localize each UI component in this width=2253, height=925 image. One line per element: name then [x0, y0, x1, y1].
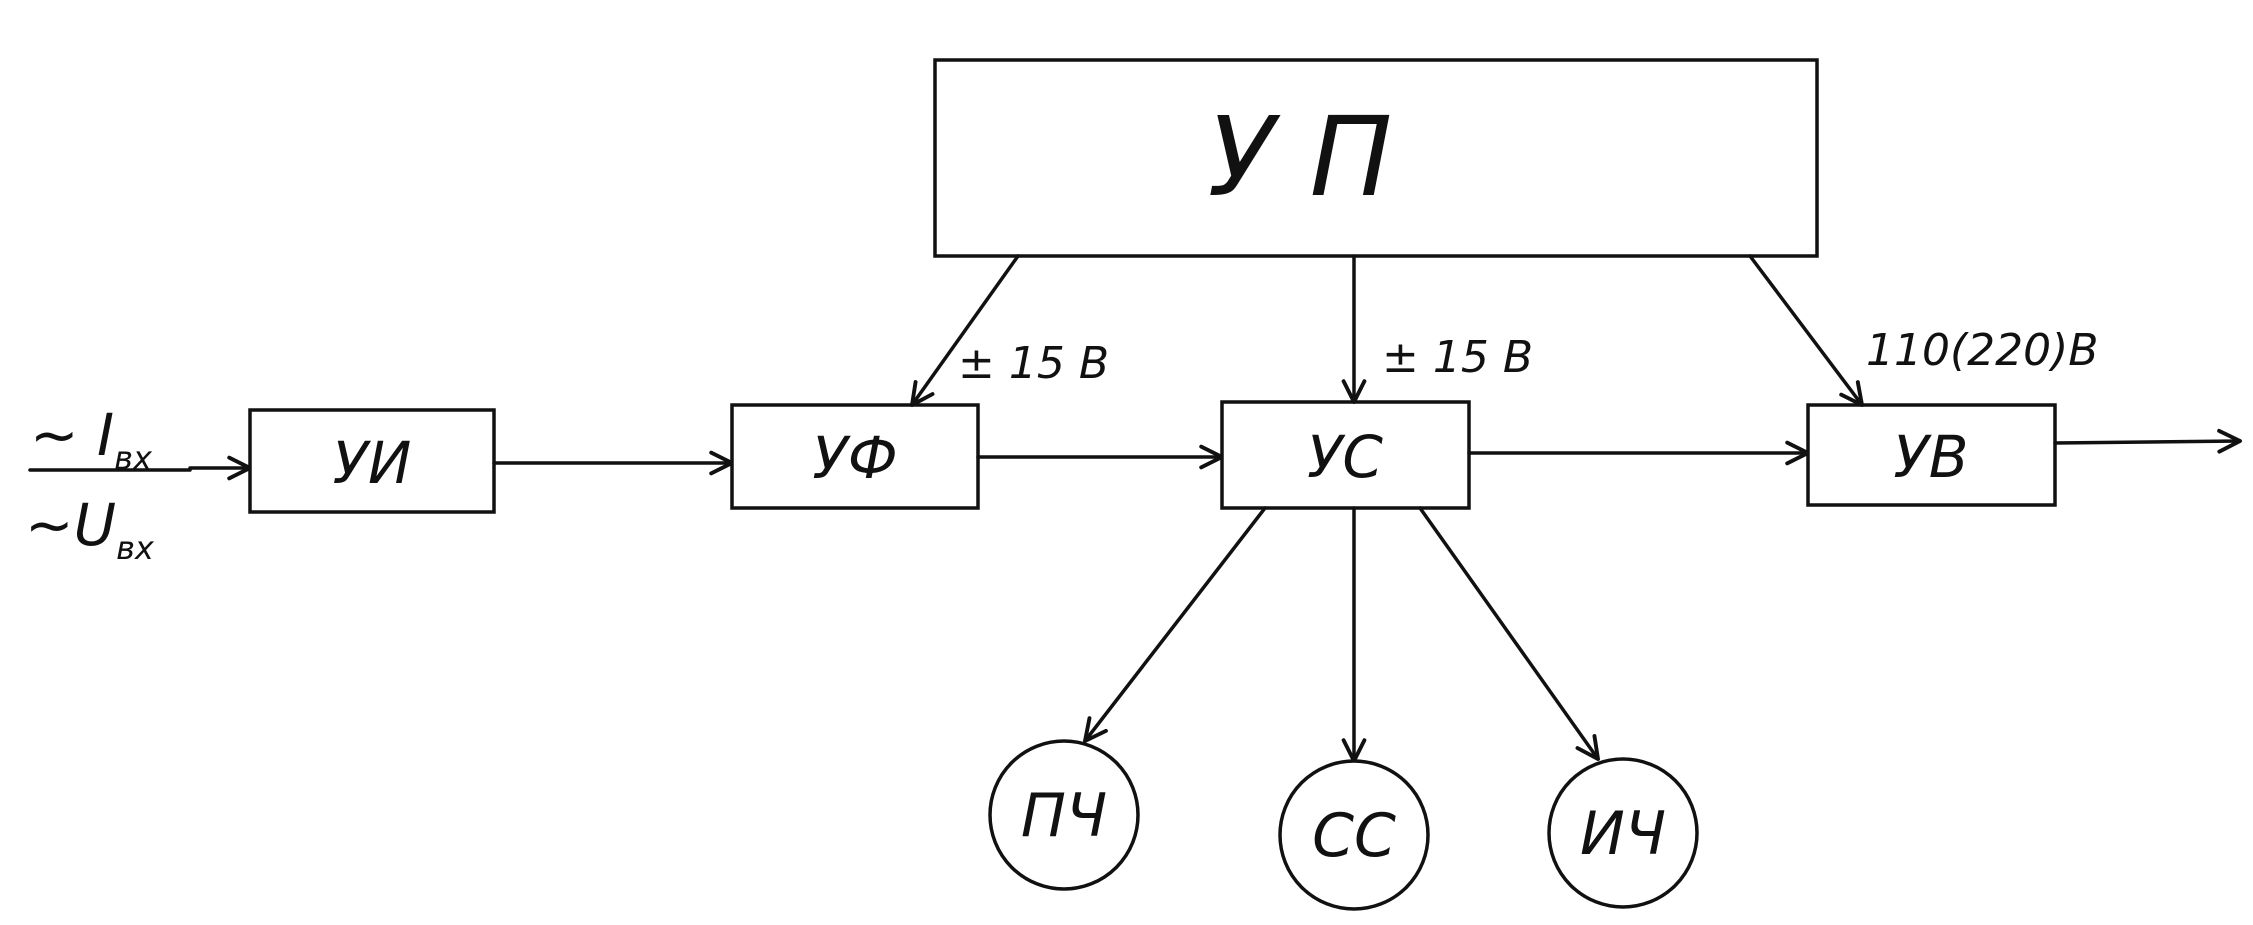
- us-to-pch-arrow: [1083, 506, 1267, 743]
- pch-label: ПЧ: [1021, 781, 1107, 851]
- uv-label: УВ: [1893, 423, 1968, 491]
- ss-label: СС: [1312, 801, 1396, 871]
- ss-circle: [1278, 759, 1430, 911]
- output-arrow: [2053, 428, 2242, 454]
- input-current-label: ~ Iвх: [30, 401, 153, 477]
- ich-circle: [1547, 757, 1699, 909]
- us-block: [1220, 400, 1471, 510]
- power-supply-label: У П: [1208, 93, 1393, 221]
- uf-label: УФ: [812, 424, 897, 492]
- ui-label: УИ: [333, 429, 412, 497]
- us-label: УС: [1307, 423, 1383, 491]
- up-to-uv-arrow: [1748, 254, 1864, 407]
- ich-label: ИЧ: [1580, 799, 1666, 869]
- us-to-ich-arrow: [1418, 506, 1600, 761]
- power-supply-block: [933, 58, 1819, 258]
- up-to-uf-arrow: [910, 254, 1020, 407]
- uf-block: [730, 403, 980, 510]
- ui-block: [248, 408, 496, 514]
- pch-circle: [988, 739, 1140, 891]
- input-voltage-label: ~Uвх: [25, 491, 155, 567]
- us-supply-label: ± 15 В: [1382, 332, 1533, 383]
- uv-supply-label: 110(220)В: [1866, 325, 2098, 376]
- uf-supply-label: ± 15 В: [958, 338, 1109, 389]
- uv-block: [1806, 403, 2057, 507]
